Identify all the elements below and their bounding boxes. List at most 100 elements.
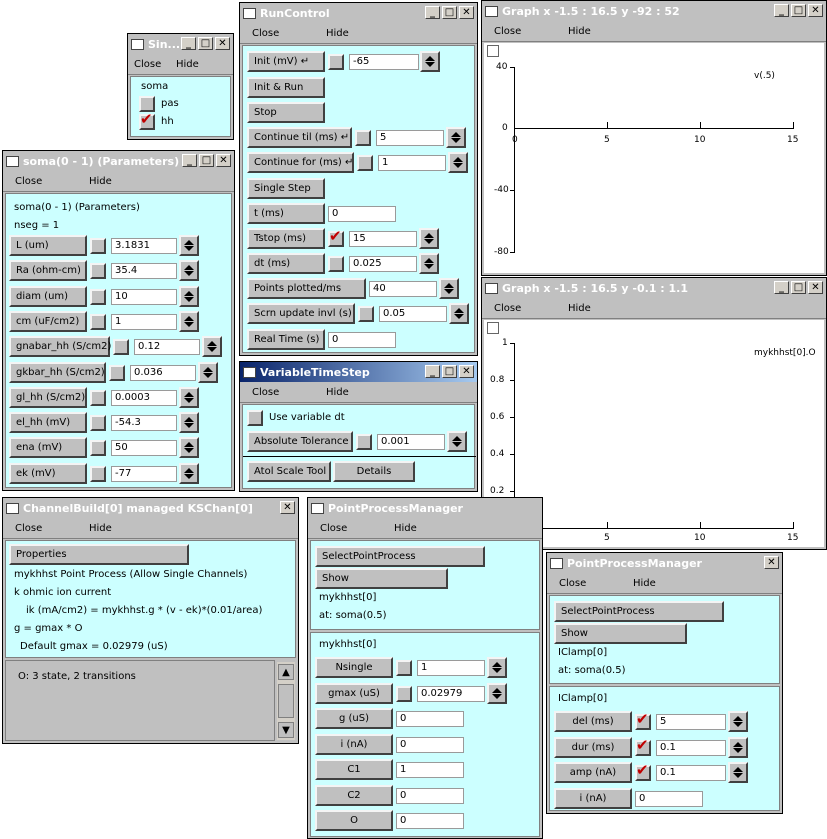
hide-menu[interactable]: Hide <box>89 522 112 534</box>
tstop-checkbox[interactable] <box>328 231 344 247</box>
param-value-field[interactable]: 35.4 <box>111 263 177 280</box>
close-icon[interactable]: ✕ <box>808 4 823 17</box>
title-bar[interactable]: RunControl _□✕ <box>240 3 477 23</box>
init-run-button[interactable]: Init & Run <box>247 77 325 98</box>
hide-menu[interactable]: Hide <box>326 27 349 39</box>
details-button[interactable]: Details <box>333 461 415 482</box>
param-checkbox[interactable] <box>90 440 106 457</box>
minimize-icon[interactable]: _ <box>774 281 789 294</box>
states-list[interactable]: O: 3 state, 2 transitions <box>5 660 275 741</box>
ppm2-param-button[interactable]: del (ms) <box>554 711 632 732</box>
ppm2-param-checkbox[interactable] <box>635 739 651 756</box>
maximize-icon[interactable]: □ <box>199 154 214 167</box>
param-stepper[interactable] <box>179 386 199 408</box>
graph-canvas[interactable]: v(.5) 40 0 -40 -80 0 5 10 15 <box>484 43 824 273</box>
ppm1-param-stepper[interactable] <box>487 657 507 678</box>
param-button[interactable]: gnabar_hh (S/cm2) <box>9 336 111 358</box>
hide-menu[interactable]: Hide <box>568 302 591 314</box>
continue-for-field[interactable]: 1 <box>378 155 446 171</box>
maximize-icon[interactable]: □ <box>198 37 213 50</box>
close-menu[interactable]: Close <box>252 386 280 398</box>
param-value-field[interactable]: 10 <box>111 288 177 305</box>
ppm2-param-stepper[interactable] <box>728 762 748 783</box>
title-bar[interactable]: Graph x -1.5 : 16.5 y -0.1 : 1.1 _□✕ <box>482 278 826 298</box>
graph-menu-box[interactable] <box>487 322 499 334</box>
scrn-update-field[interactable]: 0.05 <box>379 306 447 322</box>
scroll-down-icon[interactable]: ▼ <box>278 722 294 738</box>
param-checkbox[interactable] <box>90 238 106 254</box>
scrn-update-button[interactable]: Scrn update invl (s) <box>247 303 355 324</box>
ppm1-param-button[interactable]: C2 <box>315 784 393 806</box>
points-plotted-stepper[interactable] <box>439 278 459 299</box>
ppm2-param-field[interactable]: 5 <box>656 714 726 730</box>
ppm1-param-button[interactable]: i (nA) <box>315 733 393 755</box>
absolute-tolerance-button[interactable]: Absolute Tolerance <box>247 431 353 452</box>
abs-tol-checkbox[interactable] <box>356 434 372 450</box>
title-bar[interactable]: PointProcessManager ✕ <box>547 553 782 573</box>
ppm1-param-button[interactable]: gmax (uS) <box>315 682 393 704</box>
scrn-update-checkbox[interactable] <box>358 306 374 322</box>
tstop-button[interactable]: Tstop (ms) <box>247 228 325 249</box>
ppm2-param-button[interactable]: dur (ms) <box>554 736 632 758</box>
ppm1-param-button[interactable]: C1 <box>315 759 393 780</box>
close-icon[interactable]: ✕ <box>459 365 474 378</box>
param-button[interactable]: diam (um) <box>9 285 87 307</box>
select-point-process-button[interactable]: SelectPointProcess <box>315 546 485 567</box>
tstop-field[interactable]: 15 <box>349 231 417 247</box>
close-menu[interactable]: Close <box>559 577 587 589</box>
ppm1-param-button[interactable]: g (uS) <box>315 708 393 729</box>
param-stepper[interactable] <box>179 285 199 307</box>
param-value-field[interactable]: -54.3 <box>111 415 177 432</box>
points-plotted-button[interactable]: Points plotted/ms <box>247 278 366 299</box>
minimize-icon[interactable]: _ <box>182 154 197 167</box>
select-point-process-button[interactable]: SelectPointProcess <box>554 601 724 622</box>
param-value-field[interactable]: 0.12 <box>134 339 200 356</box>
ppm2-param-field[interactable]: 0.1 <box>656 765 726 781</box>
minimize-icon[interactable]: _ <box>425 365 440 378</box>
continue-til-button[interactable]: Continue til (ms) ↵ <box>247 127 352 148</box>
close-menu[interactable]: Close <box>134 58 162 70</box>
abs-tol-stepper[interactable] <box>447 431 467 452</box>
close-menu[interactable]: Close <box>15 522 43 534</box>
ppm2-param-stepper[interactable] <box>728 736 748 758</box>
ppm2-param-button[interactable]: amp (nA) <box>554 762 632 783</box>
close-icon[interactable]: ✕ <box>216 154 231 167</box>
continue-til-field[interactable]: 5 <box>376 130 444 146</box>
points-plotted-field[interactable]: 40 <box>369 281 437 297</box>
maximize-icon[interactable]: □ <box>442 6 457 19</box>
param-stepper[interactable] <box>179 235 199 256</box>
ppm2-param-checkbox[interactable] <box>635 765 651 781</box>
param-checkbox[interactable] <box>90 313 106 330</box>
hide-menu[interactable]: Hide <box>568 25 591 37</box>
close-icon[interactable]: ✕ <box>280 501 295 514</box>
close-menu[interactable]: Close <box>494 25 522 37</box>
ppm2-param-field[interactable]: 0.1 <box>656 739 726 756</box>
maximize-icon[interactable]: □ <box>791 4 806 17</box>
param-stepper[interactable] <box>179 462 199 484</box>
close-menu[interactable]: Close <box>494 302 522 314</box>
param-checkbox[interactable] <box>90 288 106 305</box>
title-bar[interactable]: PointProcessManager <box>308 498 542 518</box>
ppm2-param-stepper[interactable] <box>728 711 748 732</box>
atol-scale-tool-button[interactable]: Atol Scale Tool <box>247 461 331 482</box>
param-value-field[interactable]: 3.1831 <box>111 238 177 254</box>
maximize-icon[interactable]: □ <box>442 365 457 378</box>
title-bar[interactable]: ChannelBuild[0] managed KSChan[0] ✕ <box>3 498 298 518</box>
title-bar[interactable]: Graph x -1.5 : 16.5 y -92 : 52 _□✕ <box>482 1 826 21</box>
param-stepper[interactable] <box>179 437 199 459</box>
ppm1-param-field[interactable]: 1 <box>417 660 485 676</box>
param-button[interactable]: Ra (ohm-cm) <box>9 260 87 282</box>
hide-menu[interactable]: Hide <box>176 58 199 70</box>
close-icon[interactable]: ✕ <box>764 556 779 569</box>
param-value-field[interactable]: -77 <box>111 465 177 482</box>
graph-menu-box[interactable] <box>487 45 499 57</box>
param-button[interactable]: ek (mV) <box>9 462 87 484</box>
scroll-up-icon[interactable]: ▲ <box>278 664 294 680</box>
param-checkbox[interactable] <box>90 263 106 280</box>
param-stepper[interactable] <box>179 412 199 434</box>
t-button[interactable]: t (ms) <box>247 203 325 224</box>
hide-menu[interactable]: Hide <box>89 175 112 187</box>
scroll-thumb[interactable] <box>278 684 294 718</box>
maximize-icon[interactable]: □ <box>791 281 806 294</box>
hide-menu[interactable]: Hide <box>633 577 656 589</box>
